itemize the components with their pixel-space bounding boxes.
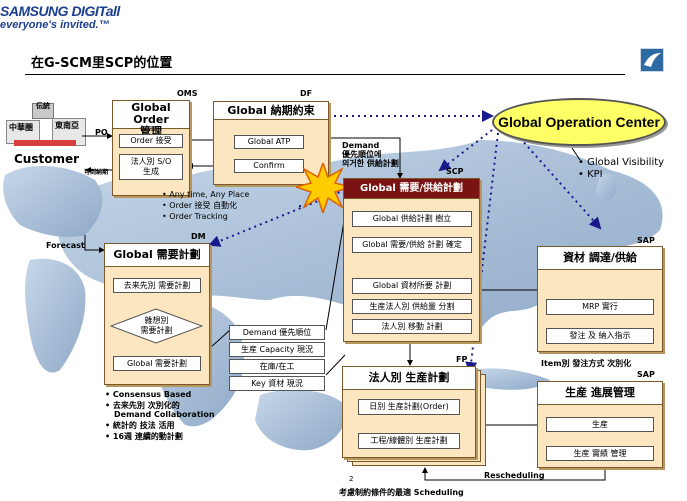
demand-label: Demand 優先順位에 의거한 供給計劃 [342,141,399,168]
middle-bullets: • Any time, Any Place • Order 接受 自動化 • O… [162,189,249,222]
oms-header: Global Order 管理 [113,101,189,138]
map-north-america [3,165,103,237]
dm-step-2: 雜想別 需要計劃 [110,316,203,336]
dm-step2-line1: 雜想別 [144,316,169,325]
logo-tagline: everyone's invited.™ [0,19,110,31]
center-list-item-1: Demand 優先順位 [229,325,325,340]
center-list-item-4: Key 資材 現況 [229,376,325,391]
sap2-panel: 生産 進展管理 生産 生産 實績 管理 [537,381,663,468]
sap1-panel: 資材 調達/供給 MRP 實行 發注 及 納入指示 [537,246,663,352]
scp-panel: Global 需要/供給計劃 Global 供給計劃 樹立 Global 需要/… [343,178,480,342]
dm-bullet-3: • 統計的 技法 活用 [105,421,175,430]
fp-panel: 法人別 生産計劃 日別 生産計劃(Order) 工程/線體別 生産計劃 [342,366,476,458]
logo-brand: SAMSUNG DIGITall [0,3,120,19]
rescheduling-label: Rescheduling [484,471,545,480]
sap2-tag: SAP [637,370,655,379]
starburst-icon [296,163,350,213]
sap2-header: 生産 進展管理 [538,382,662,405]
sap1-note: Item別 發注方式 次別化 [541,359,632,368]
atp-box: Global ATP [234,135,304,149]
dm-header: Global 需要計劃 [105,244,209,267]
df-panel: Global 納期約束 Global ATP Confirm [213,101,329,185]
red-route-icon [14,140,76,146]
mrp-box: MRP 實行 [546,299,654,315]
df-tag: DF [300,89,313,98]
order-receive-box: Order 接受 [119,134,183,148]
demand-line3: 의거한 供給計劃 [342,159,399,168]
middle-bullet-1: • Any time, Any Place [162,190,250,199]
country-label-2: 東南亞 [55,121,79,130]
map-japan [596,173,617,201]
middle-bullet-3: • Order Tracking [162,212,228,221]
corp-so-label: 法人別 S/O [130,157,172,166]
dm-bullet-2-cont: Demand Collaboration [114,410,215,419]
slide-title: 在G-SCM里SCP的位置 [31,56,173,71]
dm-panel: Global 需要計劃 去来先別 需要計劃 雜想別 需要計劃 Global 需要… [104,243,210,385]
sap1-header: 資材 調達/供給 [538,247,662,270]
confirm-box: Confirm [234,159,304,173]
order-instruction-box: 發注 及 納入指示 [546,328,654,344]
map-australia [255,389,346,451]
page-number: 2 [349,475,354,483]
corp-so-box: 法人別 S/O 生成 [119,154,183,180]
goc-visibility: • Global Visibility [578,157,665,168]
df-header: Global 納期約束 [214,102,328,120]
center-list-item-2: 生産 Capacity 現況 [229,342,325,357]
oms-tag: OMS [177,89,198,98]
scp-step-4: 生産法人別 供給量 分割 [352,299,472,314]
corner-logo-icon [640,48,664,72]
scp-step-5: 法人別 移動 計劃 [352,319,472,334]
customer-label: Customer [14,152,80,166]
fp-tag: FP [456,355,468,364]
oms-panel: Global Order 管理 Order 接受 法人別 S/O 生成 [112,100,190,196]
middle-bullet-2: • Order 接受 自動化 [162,201,238,210]
title-rule [25,74,625,75]
po-label: PO [95,128,108,137]
center-list: Demand 優先順位 生産 Capacity 現況 在庫/在工 Key 資材 … [229,325,325,391]
production-box: 生産 [546,417,654,432]
center-list-item-3: 在庫/在工 [229,359,325,374]
dm-bullet-4: • 16週 連續的動計劃 [105,432,183,441]
scp-header: Global 需要/供給計劃 [344,179,479,199]
demand-line2: 優先順位에 [342,150,382,159]
dm-bullet-1: • Consensus Based [105,390,192,399]
fp-header: 法人別 生産計劃 [343,367,475,390]
corp-so-sub-label: 生成 [143,167,159,176]
oms-title-line1: Global Order [131,101,171,126]
demand-line1: Demand [342,141,380,150]
scp-tag: SCP [446,167,464,176]
dm-step-1: 去来先別 需要計劃 [113,278,201,293]
scp-step-3: Global 資材所要 計劃 [352,278,472,294]
fp-process-box: 工程/線體別 生産計劃 [358,433,460,449]
bottom-label: 考慮制約條件的最適 Scheduling [339,488,464,497]
map-south-america [25,258,86,373]
forecast-label: Forecast [46,241,85,250]
dm-bullets: • Consensus Based • 去来先別 次別化的 Demand Col… [105,389,215,442]
sap1-tag: SAP [637,236,655,245]
reply-label: 可到納期 [84,169,109,176]
scp-step-2: Global 需要/供給 計劃 確定 [352,237,472,253]
scp-step-1: Global 供給計劃 樹立 [352,211,472,227]
factory-icon [32,103,54,119]
dm-bullet-2: • 去来先別 次別化的 [105,401,180,410]
dm-step-3: Global 需要計劃 [113,356,201,371]
dm-tag: DM [191,232,206,241]
factory-label: 伝統 [36,102,50,110]
goc-kpi: • KPI [578,169,603,180]
dm-decision-diamond [110,308,203,344]
map-indonesia [470,368,550,390]
goc-ellipse: Global Operation Center [492,98,666,146]
production-performance-box: 生産 實績 管理 [546,446,654,461]
fp-daily-box: 日別 生産計劃(Order) [358,399,460,415]
dm-step2-line2: 需要計劃 [140,326,173,335]
country-label-1: 中華圏 [9,123,33,132]
